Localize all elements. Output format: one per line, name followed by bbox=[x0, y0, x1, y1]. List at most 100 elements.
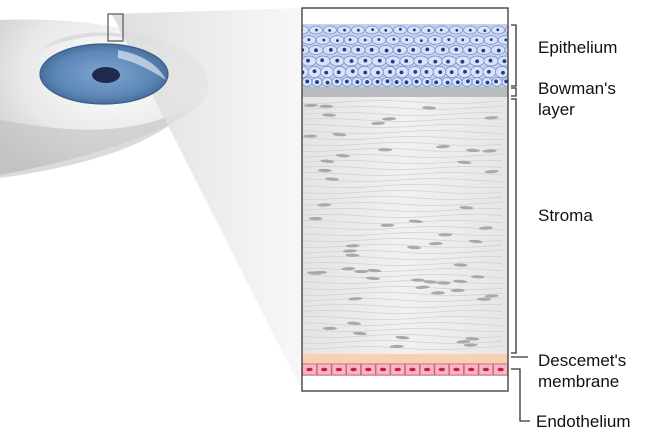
keratocyte bbox=[484, 294, 499, 298]
keratocyte bbox=[367, 268, 382, 273]
stroma-fiber bbox=[302, 333, 503, 338]
keratocyte bbox=[431, 291, 445, 295]
stroma-fiber bbox=[302, 249, 503, 254]
keratocyte bbox=[484, 169, 499, 174]
stroma-fiber bbox=[302, 124, 503, 129]
epithelial-nucleus bbox=[486, 69, 491, 74]
epithelial-nucleus bbox=[315, 28, 318, 32]
epithelial-nucleus bbox=[468, 28, 472, 32]
keratocyte bbox=[478, 226, 493, 230]
epithelial-nucleus bbox=[434, 80, 439, 85]
stroma-fiber bbox=[302, 172, 503, 177]
epithelial-nucleus bbox=[439, 28, 443, 32]
keratocyte bbox=[453, 279, 468, 284]
epithelial-nucleus bbox=[485, 80, 490, 85]
epithelial-nucleus bbox=[511, 49, 515, 53]
keratocyte bbox=[428, 241, 443, 246]
endothelial-nucleus bbox=[468, 367, 475, 372]
keratocyte bbox=[322, 113, 336, 117]
stroma-fiber bbox=[302, 310, 503, 315]
epithelial-nucleus bbox=[385, 79, 390, 84]
bowmans-label-line2: layer bbox=[538, 100, 575, 119]
epithelial-nucleus bbox=[315, 80, 319, 84]
epithelial-nucleus bbox=[384, 48, 389, 53]
keratocyte bbox=[407, 245, 422, 250]
pupil bbox=[92, 67, 120, 83]
epithelial-nucleus bbox=[483, 29, 487, 33]
epithelial-nucleus bbox=[363, 38, 367, 42]
epithelial-nucleus bbox=[328, 47, 333, 52]
epithelial-nucleus bbox=[504, 79, 508, 84]
keratocyte bbox=[463, 343, 478, 347]
stroma-fiber bbox=[302, 153, 503, 158]
stroma-fiber bbox=[302, 213, 503, 219]
keratocyte bbox=[325, 177, 339, 181]
epithelial-nucleus bbox=[460, 59, 465, 64]
keratocyte bbox=[395, 335, 410, 340]
epithelial-nucleus bbox=[475, 69, 480, 74]
epithelial-nucleus bbox=[427, 29, 431, 32]
epithelial-nucleus bbox=[502, 59, 507, 63]
epithelial-nucleus bbox=[322, 38, 326, 42]
epithelial-nucleus bbox=[447, 38, 451, 42]
stroma-fiber bbox=[302, 262, 503, 267]
stroma-fiber bbox=[302, 105, 503, 110]
keratocyte bbox=[354, 269, 369, 274]
endothelium-bracket bbox=[511, 368, 530, 422]
keratocyte bbox=[466, 148, 481, 153]
epithelial-nucleus bbox=[488, 58, 493, 63]
epithelial-nucleus bbox=[306, 58, 310, 63]
epithelial-nucleus bbox=[433, 59, 438, 64]
stroma-layer bbox=[302, 97, 508, 354]
keratocyte bbox=[319, 104, 334, 108]
endothelium-label: Endothelium bbox=[536, 412, 631, 431]
epithelial-nucleus bbox=[371, 28, 375, 32]
epithelial-nucleus bbox=[384, 28, 388, 32]
epithelium-label: Epithelium bbox=[538, 38, 618, 57]
epithelial-nucleus bbox=[335, 58, 340, 63]
keratocyte bbox=[371, 121, 385, 125]
keratocyte bbox=[415, 285, 430, 289]
panel-frame bbox=[301, 7, 509, 392]
stroma-fiber bbox=[302, 117, 503, 123]
keratocyte bbox=[484, 116, 499, 120]
keratocyte bbox=[303, 134, 318, 138]
epithelial-nucleus bbox=[388, 69, 392, 74]
epithelial-nucleus bbox=[433, 38, 437, 41]
epithelial-nucleus bbox=[356, 28, 360, 32]
epithelial-nucleus bbox=[504, 38, 508, 42]
epithelial-nucleus bbox=[363, 58, 368, 63]
stroma-fiber bbox=[302, 339, 503, 344]
descemets-membrane-band bbox=[302, 354, 508, 363]
epithelial-nucleus bbox=[463, 69, 467, 74]
epithelial-nucleus bbox=[468, 48, 472, 53]
stroma-fiber bbox=[302, 237, 503, 243]
keratocyte bbox=[436, 145, 450, 149]
epithelial-nucleus bbox=[489, 38, 493, 41]
endothelial-nucleus bbox=[453, 367, 460, 372]
epithelial-nucleus bbox=[336, 70, 341, 75]
epithelial-nucleus bbox=[481, 48, 486, 53]
eyeball-shadow bbox=[0, 108, 190, 178]
keratocyte bbox=[352, 331, 367, 336]
epithelial-nucleus bbox=[325, 80, 330, 85]
descemets-membrane-label: Descemet's membrane bbox=[538, 350, 626, 392]
keratocyte bbox=[389, 344, 404, 349]
epithelial-nucleus bbox=[342, 47, 347, 52]
keratocyte bbox=[470, 275, 485, 279]
keratocyte bbox=[465, 337, 480, 341]
epithelial-nucleus bbox=[314, 48, 318, 53]
label-brackets bbox=[511, 24, 530, 422]
endothelial-nucleus bbox=[321, 367, 328, 372]
keratocyte bbox=[345, 244, 360, 248]
endothelial-nucleus bbox=[423, 367, 431, 372]
epithelial-nucleus bbox=[466, 79, 470, 84]
keratocyte bbox=[322, 326, 337, 330]
stroma-fiber bbox=[302, 291, 503, 296]
keratocyte bbox=[468, 239, 483, 244]
stroma-fiber bbox=[302, 285, 503, 290]
epithelial-nucleus bbox=[404, 80, 409, 85]
bowmans-bracket bbox=[511, 87, 517, 97]
keratocyte bbox=[320, 159, 335, 163]
stroma-fiber bbox=[302, 255, 503, 261]
